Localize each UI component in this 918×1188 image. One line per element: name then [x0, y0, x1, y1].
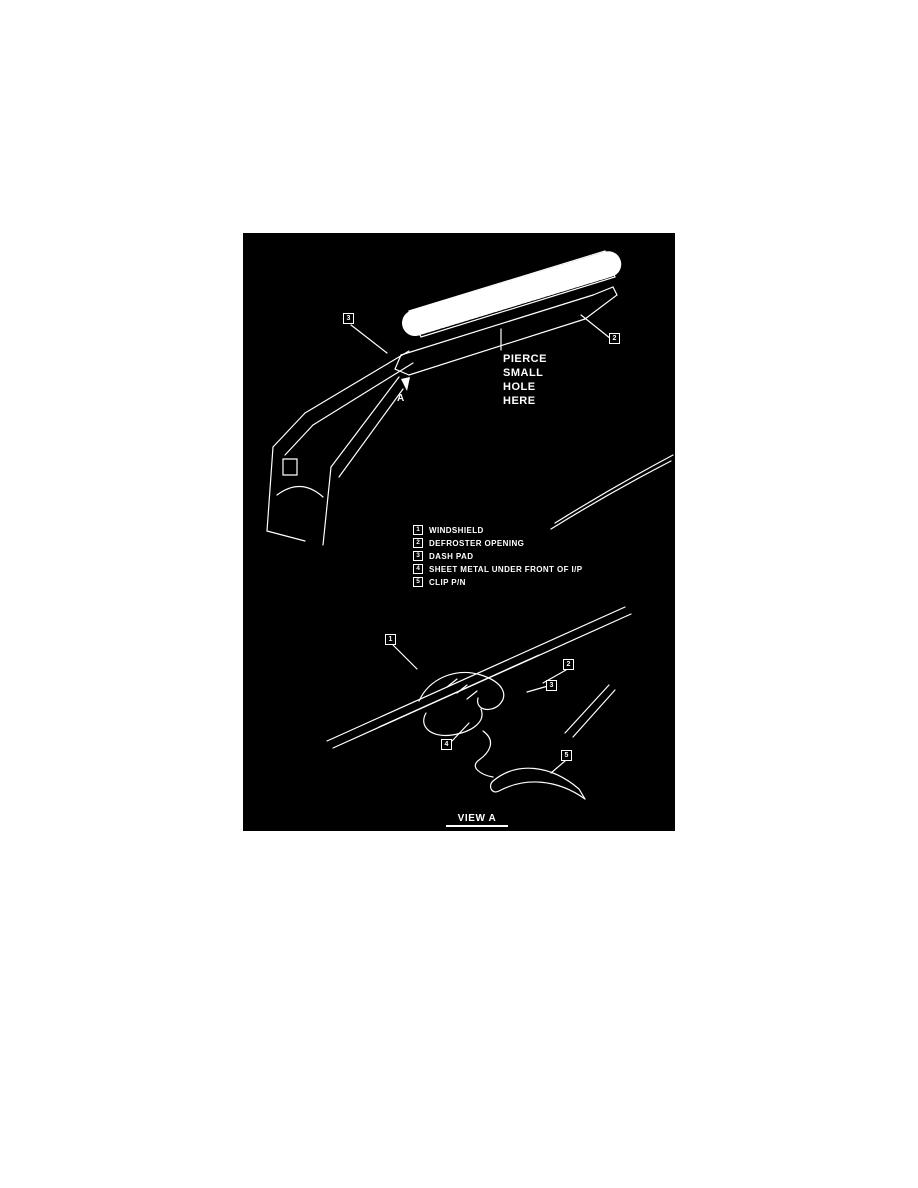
dash-pad-section-outline-1	[418, 671, 505, 711]
defroster-panel-bottom-edge	[408, 318, 586, 376]
sheet-metal-s-curve	[474, 730, 494, 778]
legend-label: CLIP P/N	[429, 577, 466, 587]
fender-outline-right	[322, 466, 332, 546]
callout-defroster-bottom: 2	[563, 659, 574, 670]
legend-label: SHEET METAL UNDER FRONT OF I/P	[429, 564, 583, 574]
cowl-curve-1	[550, 460, 672, 530]
legend-item-defroster-opening: 2 DEFROSTER OPENING	[413, 538, 582, 548]
legend-label: WINDSHIELD	[429, 525, 484, 535]
callout-defroster-top: 2	[609, 333, 620, 344]
clip-outline-2	[489, 780, 586, 800]
line-art	[266, 250, 674, 800]
defroster-panel-right-end	[584, 286, 618, 320]
view-arrow-label: A	[397, 393, 405, 404]
dash-pad-left-edge-1	[272, 412, 306, 448]
legend-item-sheet-metal: 4 SHEET METAL UNDER FRONT OF I/P	[413, 564, 582, 574]
legend-label: DASH PAD	[429, 551, 474, 561]
callout-sheet-metal: 4	[441, 739, 452, 750]
leader-callout-3-top	[350, 324, 388, 354]
fender-detail	[282, 458, 298, 476]
defroster-panel-top-edge	[400, 294, 594, 356]
legend-item-windshield: 1 WINDSHIELD	[413, 525, 582, 535]
legend-num: 4	[413, 564, 423, 574]
dash-pad-left-edge-2	[284, 424, 314, 456]
defroster-panel-left-end	[394, 354, 410, 376]
legend-label: DEFROSTER OPENING	[429, 538, 525, 548]
legend-num: 1	[413, 525, 423, 535]
cowl-curve-2	[554, 454, 674, 524]
technical-figure: 3 2 PIERCE SMALL HOLE HERE A 1 WINDSHIEL…	[243, 233, 675, 831]
dash-pad-section-outline-2	[423, 708, 483, 737]
defroster-grille-outline	[408, 250, 616, 338]
callout-dash-pad-bottom: 3	[546, 680, 557, 691]
leader-callout-3-bottom	[526, 685, 549, 693]
defroster-grille-hatch	[402, 251, 622, 336]
leader-callout-1	[392, 644, 418, 670]
wheel-arch-curve	[276, 485, 324, 498]
legend-num: 2	[413, 538, 423, 548]
fender-outline-left	[266, 446, 306, 542]
dash-pad-drawing	[266, 250, 674, 546]
leader-callout-4	[451, 722, 470, 742]
callout-dash-pad-top: 3	[343, 313, 354, 324]
view-arrow	[401, 377, 410, 391]
legend-item-dash-pad: 3 DASH PAD	[413, 551, 582, 561]
cross-section-drawing	[326, 606, 632, 800]
sheet-metal-edge-2	[572, 689, 616, 738]
a-pillar-line-1	[330, 376, 400, 468]
legend: 1 WINDSHIELD 2 DEFROSTER OPENING 3 DASH …	[413, 525, 582, 590]
section-hatching	[446, 678, 478, 700]
pierce-hole-note: PIERCE SMALL HOLE HERE	[503, 353, 547, 407]
legend-num: 5	[413, 577, 423, 587]
sheet-metal-edge-1	[564, 684, 610, 734]
dash-pad-edge-1	[304, 350, 410, 414]
view-a-label: VIEW A	[446, 813, 508, 827]
legend-num: 3	[413, 551, 423, 561]
dash-pad-edge-2	[312, 362, 414, 426]
clip-outline-1	[492, 767, 586, 800]
leader-callout-2-top	[580, 314, 612, 340]
legend-item-clip: 5 CLIP P/N	[413, 577, 582, 587]
callout-windshield: 1	[385, 634, 396, 645]
callout-clip: 5	[561, 750, 572, 761]
a-pillar-line-2	[338, 388, 404, 478]
leader-callout-5	[550, 760, 566, 774]
